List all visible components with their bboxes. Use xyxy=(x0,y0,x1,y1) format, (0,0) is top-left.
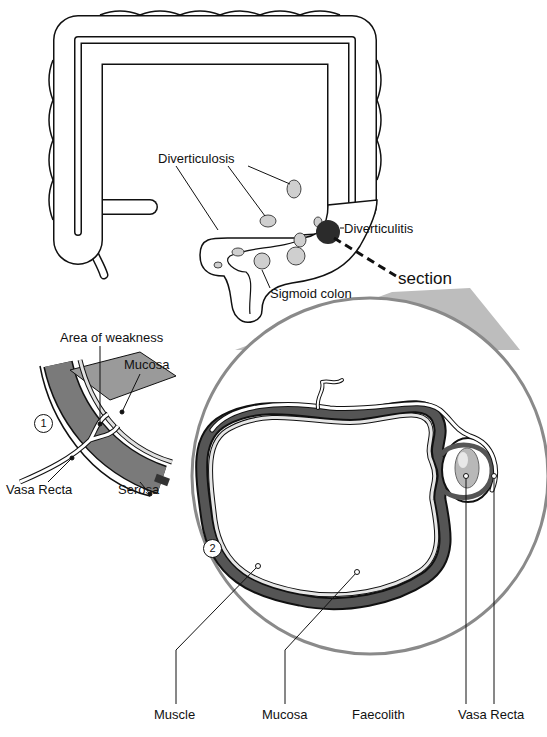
part-label: Mucosa xyxy=(262,708,308,722)
leader-lines xyxy=(48,346,497,704)
leader-lines xyxy=(176,166,344,288)
haustra xyxy=(49,11,381,220)
callout-number: 1 xyxy=(34,414,53,433)
part-label: Serosa xyxy=(118,483,159,497)
wall-inset xyxy=(20,352,176,496)
section-line xyxy=(334,238,396,276)
part-label: Diverticulosis xyxy=(158,152,235,166)
part-label: Area of weakness xyxy=(60,331,163,345)
part-label: Mucosa xyxy=(124,358,170,372)
vasa-recta xyxy=(212,380,496,490)
part-label: Vasa Recta xyxy=(458,708,524,722)
cross-section xyxy=(202,407,445,604)
part-label: Vasa Recta xyxy=(6,483,72,497)
part-label: Muscle xyxy=(154,708,195,722)
part-label: Sigmoid colon xyxy=(270,287,352,301)
diverticula xyxy=(214,180,322,269)
callout-number: 2 xyxy=(203,539,222,558)
section-label: section xyxy=(398,270,452,289)
faecolith-body xyxy=(455,448,479,488)
part-label: Diverticulitis xyxy=(344,222,413,236)
part-label: Faecolith xyxy=(352,708,405,722)
